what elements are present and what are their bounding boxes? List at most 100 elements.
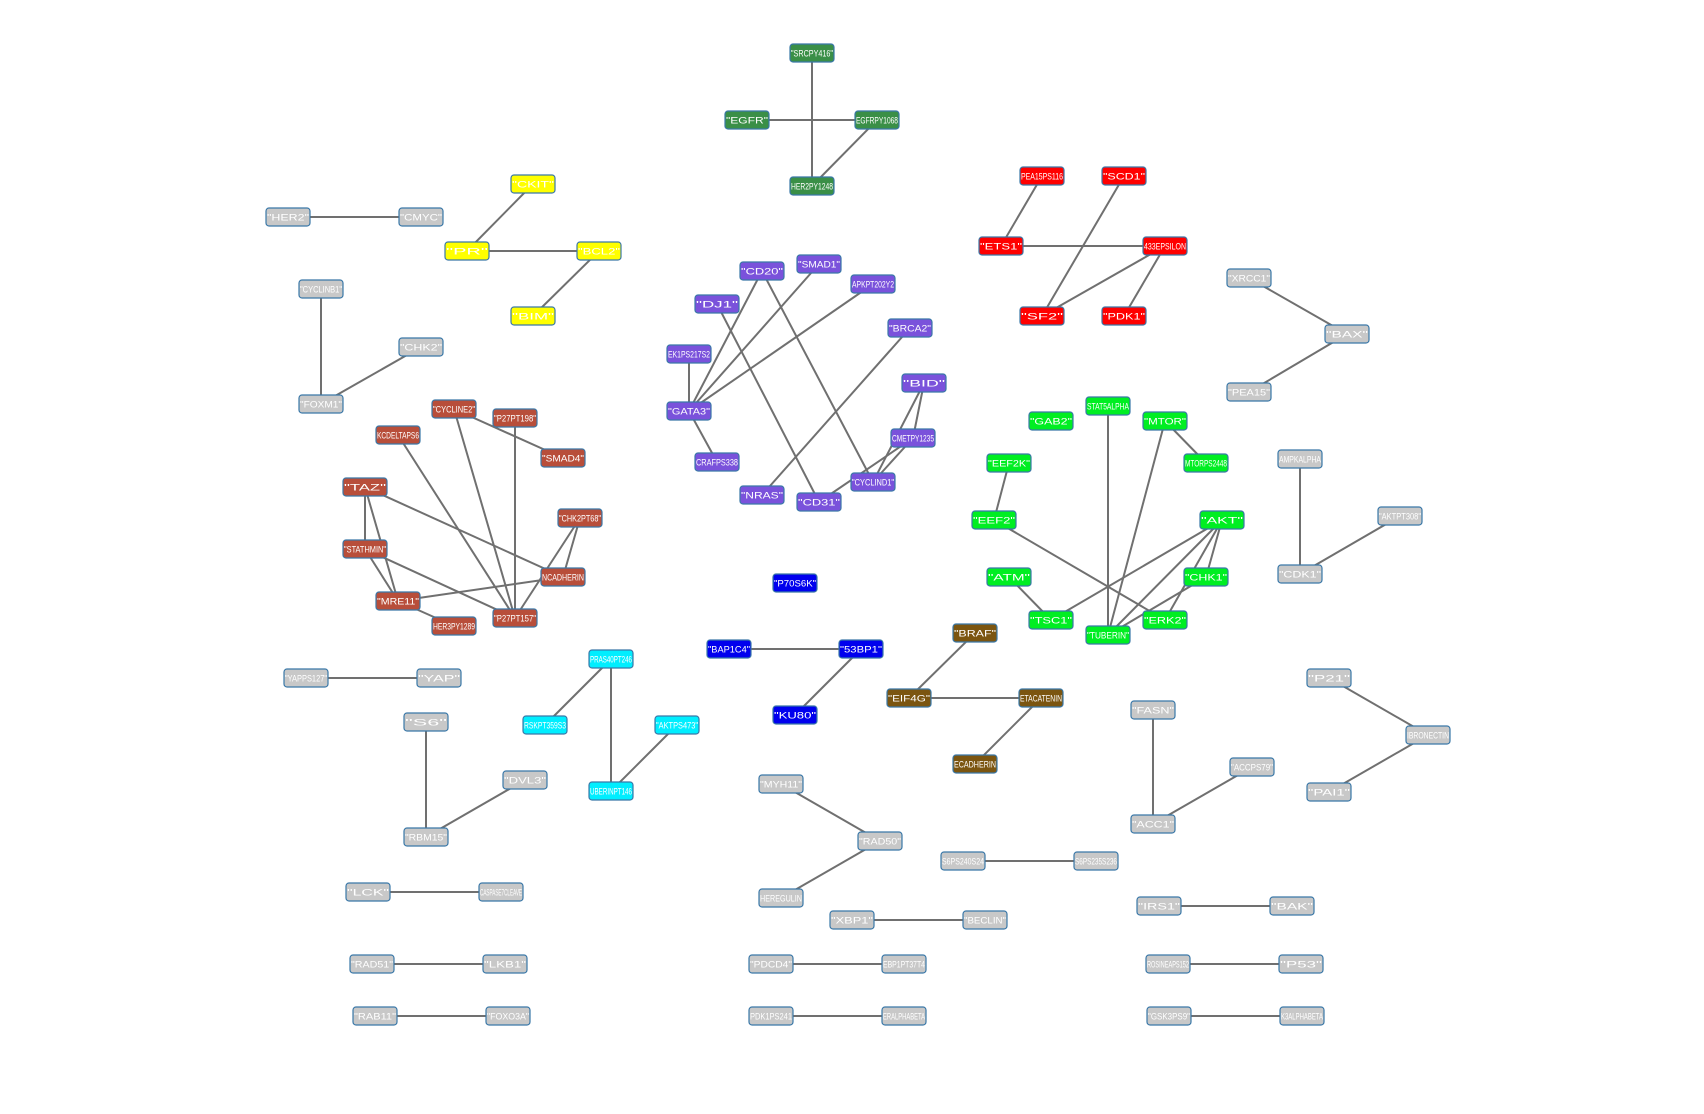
node-box[interactable] bbox=[978, 236, 1024, 256]
node-box[interactable] bbox=[772, 573, 818, 593]
node-pdk1[interactable]: "PDK1" bbox=[1101, 306, 1147, 326]
node-brca2[interactable]: "BRCA2" bbox=[887, 318, 933, 338]
node-ecadherin[interactable]: ECADHERIN bbox=[952, 754, 998, 774]
node-yapps127[interactable]: "YAPPS127" bbox=[283, 668, 329, 688]
node-box[interactable] bbox=[492, 408, 538, 428]
node-box[interactable] bbox=[838, 639, 884, 659]
node-box[interactable] bbox=[1142, 610, 1188, 630]
node-box[interactable] bbox=[1130, 814, 1176, 834]
node-tuberinpt1462[interactable]: UBERINPT146 bbox=[588, 781, 634, 801]
node-ncadherin[interactable]: NCADHERIN bbox=[540, 567, 586, 587]
node-rab11[interactable]: "RAB11" bbox=[352, 1006, 398, 1026]
node-box[interactable] bbox=[502, 770, 548, 790]
node-mek1ps217s221[interactable]: EK1PS217S2 bbox=[666, 344, 712, 364]
node-rad51[interactable]: "RAD51" bbox=[349, 954, 395, 974]
node-ampkalpha[interactable]: AMPKALPHA bbox=[1277, 449, 1323, 469]
node-box[interactable] bbox=[1085, 625, 1131, 645]
node-box[interactable] bbox=[886, 688, 932, 708]
node-stathmin[interactable]: "STATHMIN" bbox=[342, 539, 388, 559]
node-box[interactable] bbox=[901, 373, 947, 393]
node-box[interactable] bbox=[482, 954, 528, 974]
node-box[interactable] bbox=[857, 831, 903, 851]
node-box[interactable] bbox=[1073, 851, 1119, 871]
node-box[interactable] bbox=[1183, 567, 1229, 587]
node-box[interactable] bbox=[540, 567, 586, 587]
node-box[interactable] bbox=[971, 510, 1017, 530]
node-pea15[interactable]: "PEA15" bbox=[1226, 382, 1272, 402]
node-pea15ps116[interactable]: PEA15PS116 bbox=[1019, 166, 1065, 186]
node-p90rskpt359s363[interactable]: RSKPT359S3 bbox=[522, 715, 568, 735]
node-4ebp1pt37t46[interactable]: EBP1PT37T4 bbox=[881, 954, 927, 974]
node-box[interactable] bbox=[748, 954, 794, 974]
node-beclin[interactable]: "BECLIN" bbox=[962, 910, 1008, 930]
node-srcpy416[interactable]: "SRCPY416" bbox=[789, 43, 835, 63]
node-box[interactable] bbox=[1142, 411, 1188, 431]
node-scd1[interactable]: "SCD1" bbox=[1101, 166, 1147, 186]
node-box[interactable] bbox=[1101, 306, 1147, 326]
node-smad1[interactable]: "SMAD1" bbox=[796, 254, 842, 274]
node-her2[interactable]: "HER2" bbox=[265, 207, 311, 227]
node-box[interactable] bbox=[1306, 668, 1352, 688]
node-heregulin[interactable]: HEREGULIN bbox=[758, 888, 804, 908]
node-tsc1[interactable]: "TSC1" bbox=[1028, 610, 1074, 630]
node-p70s6k[interactable]: "P70S6K" bbox=[772, 573, 818, 593]
node-cyclinb1[interactable]: "CYCLINB1" bbox=[298, 279, 344, 299]
node-ckit[interactable]: "CKIT" bbox=[510, 174, 556, 194]
node-box[interactable] bbox=[952, 623, 998, 643]
node-box[interactable] bbox=[298, 279, 344, 299]
node-box[interactable] bbox=[854, 110, 900, 130]
node-box[interactable] bbox=[850, 274, 896, 294]
node-box[interactable] bbox=[952, 754, 998, 774]
node-box[interactable] bbox=[850, 472, 896, 492]
node-box[interactable] bbox=[986, 453, 1032, 473]
node-box[interactable] bbox=[1019, 306, 1065, 326]
node-bax[interactable]: "BAX" bbox=[1324, 324, 1370, 344]
node-eralphabeta[interactable]: ERALPHABETA bbox=[881, 1006, 927, 1026]
node-gata3[interactable]: "GATA3" bbox=[666, 401, 712, 421]
node-box[interactable] bbox=[342, 477, 388, 497]
node-apkpt202y204[interactable]: APKPT202Y2 bbox=[850, 274, 896, 294]
node-box[interactable] bbox=[1183, 453, 1229, 473]
node-p27pt198[interactable]: "P27PT198" bbox=[492, 408, 538, 428]
node-fasn[interactable]: "FASN" bbox=[1130, 700, 1176, 720]
node-fibronectin[interactable]: IBRONECTIN bbox=[1405, 725, 1451, 745]
node-pr[interactable]: "PR" bbox=[444, 241, 490, 261]
node-ets1[interactable]: "ETS1" bbox=[978, 236, 1024, 256]
node-xrcc1[interactable]: "XRCC1" bbox=[1226, 268, 1272, 288]
node-box[interactable] bbox=[1085, 396, 1131, 416]
node-egfrpy1068[interactable]: EGFRPY1068 bbox=[854, 110, 900, 130]
node-box[interactable] bbox=[342, 539, 388, 559]
node-dj1[interactable]: "DJ1" bbox=[694, 294, 740, 314]
node-chk2pt68[interactable]: "CHK2PT68" bbox=[557, 508, 603, 528]
node-p53[interactable]: "P53" bbox=[1278, 954, 1324, 974]
node-box[interactable] bbox=[940, 851, 986, 871]
node-lck[interactable]: "LCK" bbox=[345, 882, 391, 902]
node-pdk1ps241[interactable]: PDK1PS241 bbox=[748, 1006, 794, 1026]
node-box[interactable] bbox=[557, 508, 603, 528]
node-box[interactable] bbox=[510, 306, 556, 326]
node-box[interactable] bbox=[416, 668, 462, 688]
node-box[interactable] bbox=[588, 781, 634, 801]
node-box[interactable] bbox=[283, 668, 329, 688]
node-caspase7cleaved[interactable]: CASPASE7CLEAVE bbox=[478, 882, 524, 902]
node-box[interactable] bbox=[1101, 166, 1147, 186]
node-box[interactable] bbox=[666, 401, 712, 421]
node-cd20[interactable]: "CD20" bbox=[739, 261, 785, 281]
node-cycline2[interactable]: "CYCLINE2" bbox=[431, 399, 477, 419]
node-box[interactable] bbox=[522, 715, 568, 735]
node-akt[interactable]: "AKT" bbox=[1199, 510, 1245, 530]
node-eef2[interactable]: "EEF2" bbox=[971, 510, 1017, 530]
node-box[interactable] bbox=[796, 254, 842, 274]
node-xbp1[interactable]: "XBP1" bbox=[829, 910, 875, 930]
node-box[interactable] bbox=[724, 110, 770, 130]
node-eif4g[interactable]: "EIF4G" bbox=[886, 688, 932, 708]
node-tyrosineaps152[interactable]: ROSINEAPS152 bbox=[1145, 954, 1191, 974]
node-box[interactable] bbox=[375, 591, 421, 611]
node-acc1[interactable]: "ACC1" bbox=[1130, 814, 1176, 834]
node-foxo3a[interactable]: "FOXO3A" bbox=[485, 1006, 531, 1026]
node-bcl2[interactable]: "BCL2" bbox=[576, 241, 622, 261]
node-box[interactable] bbox=[492, 608, 538, 628]
node-box[interactable] bbox=[1277, 449, 1323, 469]
node-box[interactable] bbox=[772, 705, 818, 725]
node-box[interactable] bbox=[739, 261, 785, 281]
